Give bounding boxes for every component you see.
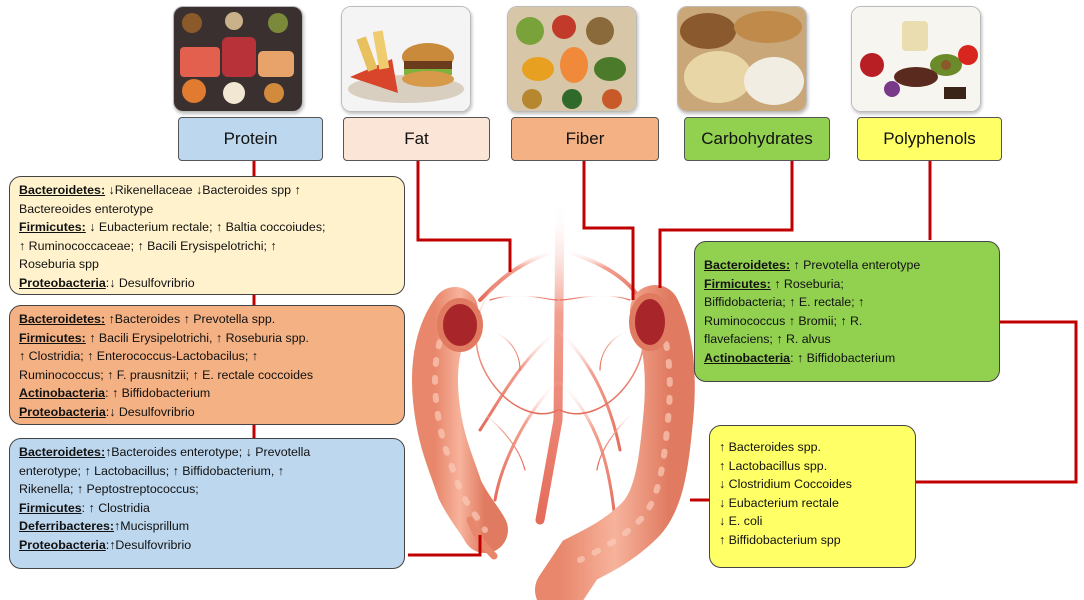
box-line: Firmicutes: ↑ Bacili Erysipelotrichi, ↑ … [19, 329, 395, 348]
category-protein: Protein [178, 117, 323, 161]
category-polyphenols: Polyphenols [857, 117, 1002, 161]
category-carbohydrates: Carbohydrates [684, 117, 830, 161]
phylum-label: Proteobacteria [19, 537, 106, 552]
box-line: Bacteroidetes: ↑ Prevotella enterotype [704, 256, 990, 275]
taxa-text: Biffidobacteria; ↑ E. rectale; ↑ [704, 295, 865, 310]
taxa-text: :↓ Desulfovribrio [105, 275, 195, 290]
taxa-text: : ↑ Biffidobacterium [790, 350, 896, 365]
taxa-text: ↑ Prevotella enterotype [790, 258, 921, 272]
box-line: ↓ Eubacterium rectale [719, 494, 906, 513]
fiber-microbiota-box: Bacteroidetes: ↑Bacteroides ↑ Prevotella… [9, 305, 405, 425]
phylum-label: Proteobacteria [19, 275, 106, 290]
connector-carbs-poly [916, 320, 1078, 484]
taxa-text: flavefaciens; ↑ R. alvus [704, 332, 831, 347]
box-line: Proteobacteria:↓ Desulfovribrio [19, 274, 395, 293]
taxa-text: Bactereoides enterotype [19, 201, 154, 216]
connector-fiber [582, 160, 635, 300]
box-line: Actinobacteria: ↑ Biffidobacterium [19, 384, 395, 403]
box-line: ↑ Bacteroides spp. [719, 438, 906, 457]
phylum-label: Firmicutes [19, 500, 82, 515]
connector-fat [416, 160, 512, 272]
protein-food-photo [173, 6, 303, 112]
box-line: ↑ Lactobacillus spp. [719, 457, 906, 476]
box-line: Rikenella; ↑ Peptostreptococcus; [19, 480, 395, 499]
box-line: ↑ Biffidobacterium spp [719, 531, 906, 550]
mesenteric-vessels [475, 195, 645, 525]
taxa-text: enterotype; ↑ Lactobacillus; ↑ Biffidoba… [19, 463, 284, 478]
phylum-label: Bacteroidetes: [704, 258, 791, 272]
carbohydrates-food-photo [677, 6, 807, 112]
connector-protein-colon [408, 535, 482, 557]
box-line: Ruminococcus; ↑ F. prausnitzii; ↑ E. rec… [19, 366, 395, 385]
polyphenols-food-photo [851, 6, 981, 112]
box-line: Proteobacteria:↑Desulfovribrio [19, 536, 395, 555]
box-line: ↓ E. coli [719, 512, 906, 531]
taxa-text: ↑ Bacili Erysipelotrichi, ↑ Roseburia sp… [85, 330, 309, 345]
box-line: Firmicutes: ↑ Roseburia; [704, 275, 990, 294]
box-line: Firmicutes: ↑ Clostridia [19, 499, 395, 518]
taxa-text: ↑ Bacteroides spp. [719, 440, 821, 454]
phylum-label: Firmicutes: [704, 276, 771, 291]
box-line: ↑ Ruminococcaceae; ↑ Bacili Erysispelotr… [19, 237, 395, 256]
box-line: flavefaciens; ↑ R. alvus [704, 330, 990, 349]
polyphenols-microbiota-box: ↑ Bacteroides spp. ↑ Lactobacillus spp. ↓ … [709, 425, 916, 568]
box-line: Roseburia spp [19, 255, 395, 274]
taxa-text: : ↑ Clostridia [81, 500, 150, 515]
box-line: Ruminococcus ↑ Bromii; ↑ R. [704, 312, 990, 331]
category-fat: Fat [343, 117, 490, 161]
phylum-label: Deferribacteres: [19, 519, 115, 534]
taxa-text: :↓ Desulfovribrio [105, 404, 195, 419]
fat-food-photo [341, 6, 471, 112]
box-line: Bactereoides enterotype [19, 200, 395, 219]
phylum-label: Actinobacteria [704, 350, 791, 365]
box-line: Actinobacteria: ↑ Biffidobacterium [704, 349, 990, 368]
protein-microbiota-box: Bacteroidetes:↑Bacteroides enterotype; ↓… [9, 438, 405, 569]
box-line: Biffidobacteria; ↑ E. rectale; ↑ [704, 293, 990, 312]
box-line: ↑ Clostridia; ↑ Enterococcus-Lactobacilu… [19, 347, 395, 366]
taxa-text: Roseburia spp [19, 257, 99, 272]
intestine-illustration [412, 195, 695, 600]
taxa-text: Rikenella; ↑ Peptostreptococcus; [19, 482, 199, 497]
taxa-text: : ↑ Biffidobacterium [105, 386, 211, 401]
phylum-label: Bacteroidetes: [19, 183, 106, 197]
phylum-label: Firmicutes: [19, 330, 86, 345]
box-line: Bacteroidetes: ↑Bacteroides ↑ Prevotella… [19, 310, 395, 329]
taxa-text: ↑Bacteroides ↑ Prevotella spp. [105, 312, 276, 326]
phylum-label: Firmicutes: [19, 220, 86, 235]
protein-fat-microbiota-box: Bacteroidetes: ↓Rikenellaceae ↓Bacteroid… [9, 176, 405, 295]
box-line: Firmicutes: ↓ Eubacterium rectale; ↑ Bal… [19, 218, 395, 237]
taxa-text: ↓ Eubacterium rectale; ↑ Baltia coccoiud… [85, 220, 326, 235]
taxa-text: Ruminococcus; ↑ F. prausnitzii; ↑ E. rec… [19, 367, 314, 382]
phylum-label: Bacteroidetes: [19, 312, 106, 326]
taxa-text: ↓ Clostridium Coccoides [719, 477, 852, 492]
box-line: ↓ Clostridium Coccoides [719, 475, 906, 494]
taxa-text: ↑ Lactobacillus spp. [719, 458, 828, 473]
taxa-text: ↑ Roseburia; [770, 276, 844, 291]
phylum-label: Actinobacteria [19, 386, 106, 401]
fiber-food-photo [507, 6, 637, 112]
phylum-label: Proteobacteria [19, 404, 106, 419]
taxa-text: ↓ Eubacterium rectale [719, 495, 839, 510]
phylum-label: Bacteroidetes: [19, 445, 106, 459]
connector-lines [252, 160, 1078, 557]
taxa-text: ↑ Clostridia; ↑ Enterococcus-Lactobacilu… [19, 349, 258, 364]
box-line: Proteobacteria:↓ Desulfovribrio [19, 403, 395, 422]
box-line: enterotype; ↑ Lactobacillus; ↑ Biffidoba… [19, 462, 395, 481]
taxa-text: ↑ Biffidobacterium spp [719, 532, 841, 547]
taxa-text: ↑Bacteroides enterotype; ↓ Prevotella [105, 445, 311, 459]
taxa-text: :↑Desulfovribrio [105, 537, 192, 552]
taxa-text: Ruminococcus ↑ Bromii; ↑ R. [704, 313, 863, 328]
box-line: Bacteroidetes: ↓Rikenellaceae ↓Bacteroid… [19, 181, 395, 200]
box-line: Deferribacteres:↑Mucisprillum [19, 517, 395, 536]
taxa-text: ↓ E. coli [719, 514, 763, 529]
taxa-text: ↓Rikenellaceae ↓Bacteroides spp ↑ [105, 183, 301, 197]
box-line: Bacteroidetes:↑Bacteroides enterotype; ↓… [19, 443, 395, 462]
category-fiber: Fiber [511, 117, 659, 161]
taxa-text: ↑Mucisprillum [114, 519, 190, 534]
taxa-text: ↑ Ruminococcaceae; ↑ Bacili Erysispelotr… [19, 238, 277, 253]
connector-carbs [658, 160, 794, 288]
